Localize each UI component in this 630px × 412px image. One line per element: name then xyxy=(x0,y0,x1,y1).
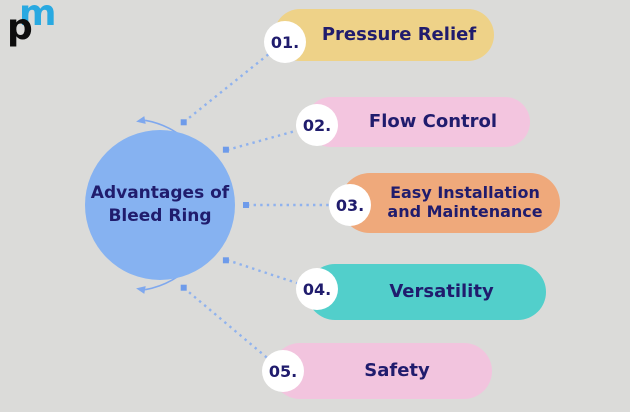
arc-node-5 xyxy=(180,284,187,291)
arc-nodes xyxy=(180,119,249,291)
brand-logo: m p xyxy=(6,0,62,60)
item-label: Pressure Relief xyxy=(308,9,490,61)
item-label: Safety xyxy=(306,343,488,399)
item-label-line1: Pressure Relief xyxy=(321,24,477,46)
arc-node-3 xyxy=(243,202,249,208)
logo-letter-p: p xyxy=(7,7,33,48)
connector-line-2 xyxy=(226,123,318,152)
item-number: 01. xyxy=(270,32,300,52)
item-pill xyxy=(340,173,560,233)
central-topic-circle: Advantages of Bleed Ring xyxy=(85,130,235,280)
item-label: Flow Control xyxy=(340,97,526,147)
item-label-line1: Versatility xyxy=(389,281,494,303)
item-label-line2: and Maintenance xyxy=(387,202,543,221)
item-pill xyxy=(307,264,546,320)
advantage-item-1: 01. Pressure Relief xyxy=(264,9,494,63)
advantage-item-5: 05. Safety xyxy=(262,343,492,399)
arc-arrow-top-icon xyxy=(136,116,146,124)
item-label: Versatility xyxy=(341,264,542,320)
item-pill xyxy=(306,97,530,147)
item-number-badge: 01. xyxy=(264,21,306,63)
advantage-item-4: 04. Versatility xyxy=(296,264,546,320)
central-title-line1: Advantages of xyxy=(90,183,230,204)
connector-line-5 xyxy=(183,287,285,373)
item-label: Easy Installation and Maintenance xyxy=(374,173,556,233)
item-label-line1: Flow Control xyxy=(368,111,498,133)
advantage-item-3: 03. Easy Installation and Maintenance xyxy=(329,173,560,233)
item-pill xyxy=(272,343,492,399)
arc-node-1 xyxy=(180,119,187,126)
item-label-line1: Safety xyxy=(364,360,430,382)
arc-arrow-bottom-icon xyxy=(136,286,146,294)
item-number-badge: 02. xyxy=(296,104,338,146)
arc-node-4 xyxy=(222,257,229,264)
advantage-item-2: 02. Flow Control xyxy=(296,97,530,147)
arc-node-2 xyxy=(222,146,229,153)
item-number-badge: 05. xyxy=(262,350,304,392)
item-number: 02. xyxy=(302,115,332,135)
item-number-badge: 04. xyxy=(296,268,338,310)
item-pill xyxy=(274,9,494,61)
item-number-badge: 03. xyxy=(329,184,371,226)
item-number: 04. xyxy=(302,279,332,299)
item-label-line1: Easy Installation xyxy=(390,183,540,203)
item-number: 05. xyxy=(268,361,298,381)
item-number: 03. xyxy=(335,195,365,215)
logo-letter-m: m xyxy=(19,0,57,34)
central-title-line2: Bleed Ring xyxy=(108,206,212,226)
